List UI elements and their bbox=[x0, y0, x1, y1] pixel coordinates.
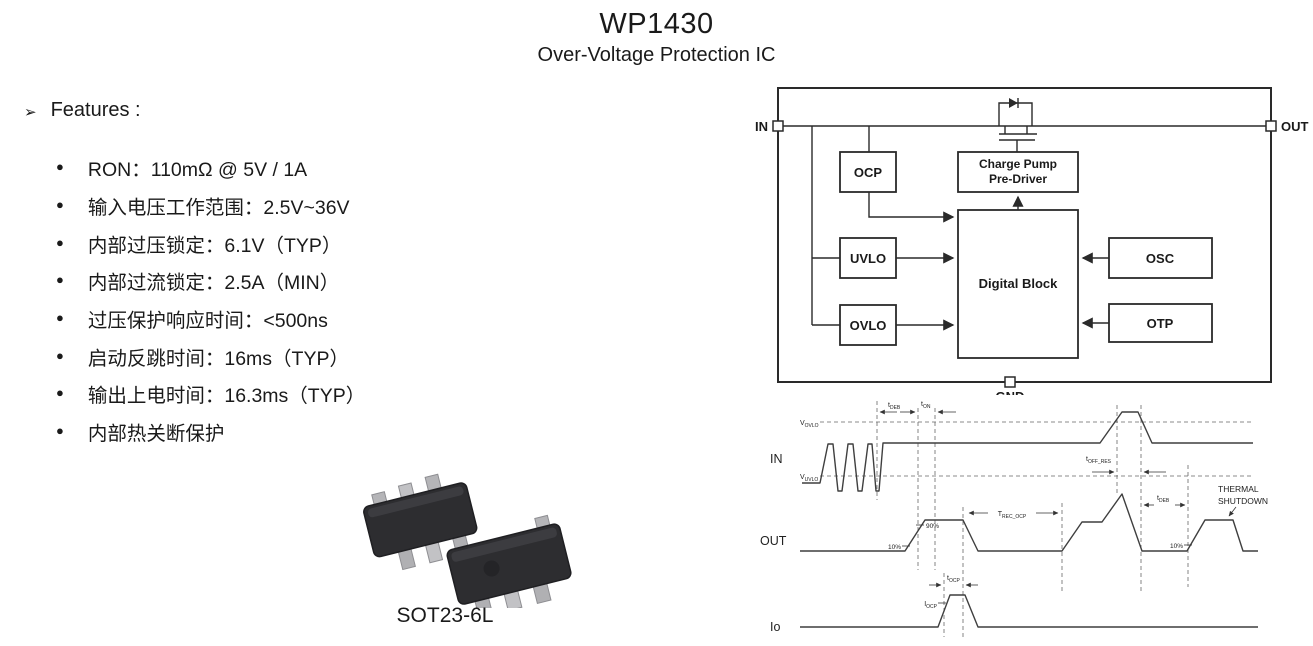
bullet-icon: ● bbox=[56, 197, 64, 213]
feature-item: ● 输入电压工作范围：2.5V~36V bbox=[56, 187, 365, 225]
pin1-dot bbox=[483, 560, 500, 577]
bullet-icon: ● bbox=[56, 234, 64, 250]
t-rec-ocp-label: TREC_OCP bbox=[998, 511, 1027, 520]
features-heading: ➢ Features : bbox=[24, 99, 141, 122]
feature-item: ● 启动反跳时间：16ms（TYP） bbox=[56, 337, 365, 375]
block-diagram: OCP Charge Pump Pre-Driver Digital Block… bbox=[755, 87, 1309, 395]
chip-back bbox=[363, 473, 478, 571]
out-10pct-label-2: 10% bbox=[1170, 543, 1183, 550]
thermal-shutdown-label-2: SHUTDOWN bbox=[1218, 496, 1268, 506]
charge-pump-label-2: Pre-Driver bbox=[989, 172, 1047, 186]
v-ovlo-label: VOVLO bbox=[800, 420, 819, 429]
ocp-block bbox=[839, 151, 897, 193]
dashed-guides bbox=[876, 401, 1189, 637]
page-subtitle: Over-Voltage Protection IC bbox=[537, 44, 776, 66]
bullet-icon: ● bbox=[56, 159, 64, 175]
feature-item: ● RON：110mΩ @ 5V / 1A bbox=[56, 149, 365, 187]
feature-text: 内部过流锁定：2.5A（MIN） bbox=[87, 272, 340, 295]
feature-text: 输入电压工作范围：2.5V~36V bbox=[87, 197, 350, 220]
out-signal-label: OUT bbox=[760, 534, 787, 548]
osc-label: OSC bbox=[1146, 251, 1175, 266]
t-deb2-label: tDEB bbox=[1157, 495, 1170, 504]
t-on-label: tON bbox=[921, 401, 931, 410]
osc-block bbox=[1108, 237, 1213, 279]
bullet-icon: ● bbox=[56, 272, 64, 288]
bullet-icon: ● bbox=[56, 310, 64, 326]
charge-pump-label-1: Charge Pump bbox=[979, 157, 1057, 171]
timing-diagram: VOVLO VUVLO IN OUT Io tDEB tON tOFF bbox=[760, 401, 1268, 637]
feature-text: 内部过压锁定：6.1V（TYP） bbox=[87, 234, 342, 257]
package-illustration bbox=[363, 473, 572, 608]
t-deb1-label: tDEB bbox=[888, 402, 901, 411]
in-waveform bbox=[802, 411, 1253, 492]
out-waveform bbox=[800, 493, 1258, 552]
charge-pump-block bbox=[957, 151, 1079, 193]
ocp-label: OCP bbox=[854, 165, 883, 180]
bullet-icon: ● bbox=[56, 423, 64, 439]
ic-boundary bbox=[777, 87, 1272, 383]
features-heading-label: Features : bbox=[50, 99, 141, 121]
feature-text: 内部热关断保护 bbox=[87, 423, 225, 446]
feature-item: ● 内部过流锁定：2.5A（MIN） bbox=[56, 262, 365, 300]
feature-text: 启动反跳时间：16ms（TYP） bbox=[87, 347, 349, 370]
feature-item: ● 过压保护响应时间：<500ns bbox=[56, 300, 365, 338]
feature-text: 输出上电时间：16.3ms（TYP） bbox=[87, 385, 366, 408]
out-90pct-label: 90% bbox=[926, 523, 939, 530]
thermal-shutdown-label-1: THERMAL bbox=[1218, 484, 1259, 494]
ovlo-label: OVLO bbox=[850, 318, 887, 333]
features-list: ●RON：110mΩ @ 5V / 1A ●输入电压工作范围：2.5V~36V … bbox=[56, 149, 365, 451]
otp-block bbox=[1108, 303, 1213, 343]
out-pin bbox=[1265, 120, 1277, 132]
out-10pct-label-1: 10% bbox=[888, 544, 901, 551]
feature-item: ● 内部过压锁定：6.1V（TYP） bbox=[56, 224, 365, 262]
v-uvlo-label: VUVLO bbox=[800, 474, 818, 483]
page-title: WP1430 bbox=[599, 8, 714, 40]
io-signal-label: Io bbox=[770, 620, 780, 634]
out-pin-label: OUT bbox=[1281, 119, 1309, 134]
feature-text: RON：110mΩ @ 5V / 1A bbox=[87, 159, 308, 182]
feature-item: ● 内部热关断保护 bbox=[56, 413, 365, 451]
t-ocp-label: tOCP bbox=[947, 575, 960, 584]
thermal-shutdown-arrow bbox=[1228, 506, 1237, 517]
uvlo-block bbox=[839, 237, 897, 279]
arrow-bullet-icon: ➢ bbox=[24, 103, 37, 121]
i-ocp-label: IOCP bbox=[924, 601, 937, 610]
t-off-res-label: tOFF_RES bbox=[1086, 456, 1112, 465]
gnd-pin-label: GND bbox=[996, 389, 1025, 395]
digital-block-label: Digital Block bbox=[979, 276, 1059, 291]
reference-levels bbox=[820, 421, 1253, 477]
ovlo-block bbox=[839, 304, 897, 346]
in-signal-label: IN bbox=[770, 452, 783, 466]
mosfet-icon bbox=[998, 98, 1037, 152]
io-waveform bbox=[800, 594, 1258, 628]
gnd-pin bbox=[1004, 376, 1016, 388]
uvlo-label: UVLO bbox=[850, 251, 886, 266]
package-label: SOT23-6L bbox=[396, 604, 494, 627]
feature-text: 过压保护响应时间：<500ns bbox=[87, 310, 328, 333]
bullet-icon: ● bbox=[56, 385, 64, 401]
feature-item: ● 输出上电时间：16.3ms（TYP） bbox=[56, 375, 365, 413]
chip-front bbox=[446, 514, 572, 608]
in-pin bbox=[772, 120, 784, 132]
bullet-icon: ● bbox=[56, 347, 64, 363]
in-pin-label: IN bbox=[755, 119, 768, 134]
otp-label: OTP bbox=[1147, 316, 1174, 331]
digital-block bbox=[957, 209, 1079, 359]
